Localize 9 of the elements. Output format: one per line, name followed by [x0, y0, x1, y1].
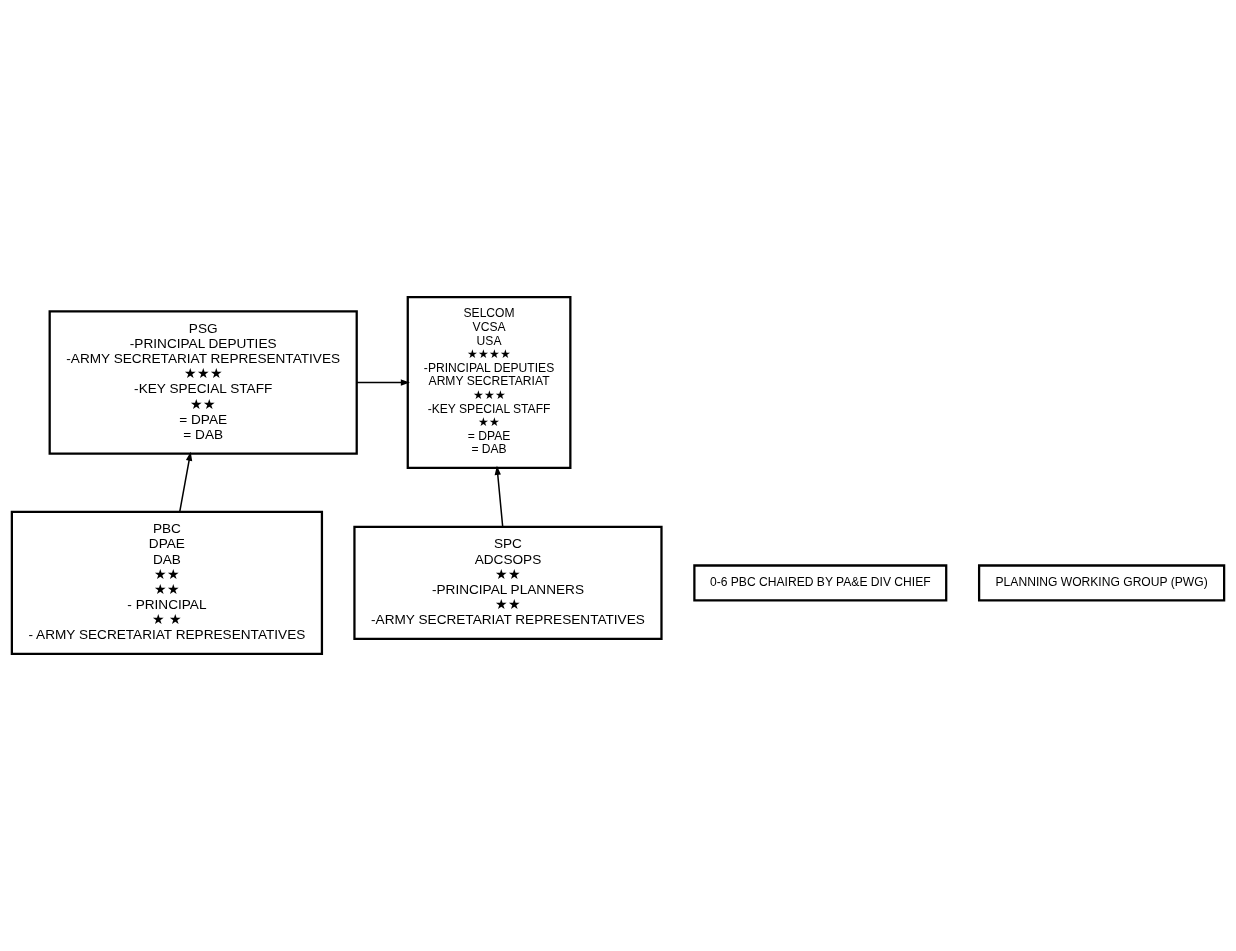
node-box: PSG -PRINCIPAL DEPUTIES -ARMY SECRETARIAT REPRESENTATIVES ★★★ -KEY SPECIAL STAFF ★★ = DPAE = DAB — [48, 310, 358, 455]
arrow — [356, 379, 410, 386]
arrow — [179, 451, 193, 513]
node-box: 0-6 PBC CHAIRED BY PA&E DIV CHIEF — [693, 564, 948, 602]
node-box: PLANNING WORKING GROUP (PWG) — [977, 564, 1226, 602]
node-box: PBC DPAE DAB ★★ ★★ - PRINCIPAL ★ ★ - ARMY SECRETARIAT REPRESENTATIVES — [10, 510, 324, 656]
node-box: SPC ADCSOPS ★★ -PRINCIPAL PLANNERS ★★ -ARMY SECRETARIAT REPRESENTATIVES — [353, 525, 663, 640]
arrow — [494, 465, 504, 528]
node-box: SELCOM VCSA USA ★★★★ -PRINCIPAL DEPUTIES ARMY SECRETARIAT ★★★ -KEY SPECIAL STAFF ★★ = DPAE = DAB — [406, 295, 572, 470]
